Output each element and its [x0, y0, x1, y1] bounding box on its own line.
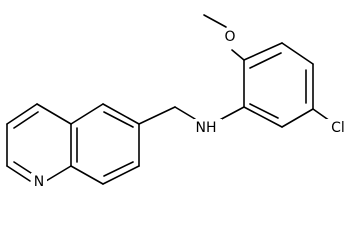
- ring-bond-top-top-right: [243, 42, 283, 61]
- quinoline-bond-c4-c3: [6, 103, 38, 125]
- ring-bond-top-right-bottom-right: [281, 42, 314, 65]
- quinoline-ring-system: [6, 103, 140, 185]
- n-ch2-bond: [174, 106, 196, 120]
- quinoline-inner-double-4: [13, 111, 39, 129]
- amine-label-bg: [194, 119, 222, 137]
- ring-bond-bottom-bottom-left: [281, 108, 314, 128]
- o-aryl-bond: [231, 49, 245, 61]
- amine-label: NH: [196, 120, 217, 136]
- ring-bond-bottom-left-left: [243, 106, 283, 128]
- ring-nitrogen-label: N: [34, 174, 44, 190]
- methoxy-group: [203, 14, 245, 61]
- oxygen-label-bg: [222, 28, 238, 46]
- chlorine-label-bg: [326, 119, 350, 137]
- quinoline-bond-c2-n1: [6, 165, 31, 182]
- methyl-o-bond: [203, 14, 227, 28]
- quinoline-bond-c4a-c4: [36, 103, 72, 125]
- amine-linker: [138, 106, 245, 125]
- chlorine-label: Cl: [331, 120, 345, 136]
- ch2-quinoline-bond: [138, 106, 176, 125]
- quinoline-bond-c6-c5: [102, 103, 140, 125]
- oxygen-label: O: [224, 29, 235, 45]
- ring-inner-double-3: [249, 103, 279, 119]
- quinoline-inner-double-5: [13, 161, 32, 174]
- quinoline-bond-c8a-c8: [70, 165, 104, 185]
- chlorophenyl-ring: [243, 42, 314, 128]
- quinoline-inner-double-1: [103, 111, 134, 128]
- quinoline-bond-n1-c8a: [45, 165, 72, 182]
- ring-inner-double-1: [249, 52, 282, 69]
- quinoline-inner-double-3: [103, 161, 134, 177]
- ring-nitrogen-label-bg: [31, 173, 47, 191]
- chemical-structure-diagram: O NH Cl N: [6, 14, 350, 191]
- quinoline-bond-c5-c4a: [70, 103, 104, 125]
- quinoline-bond-c8-c7: [102, 165, 140, 185]
